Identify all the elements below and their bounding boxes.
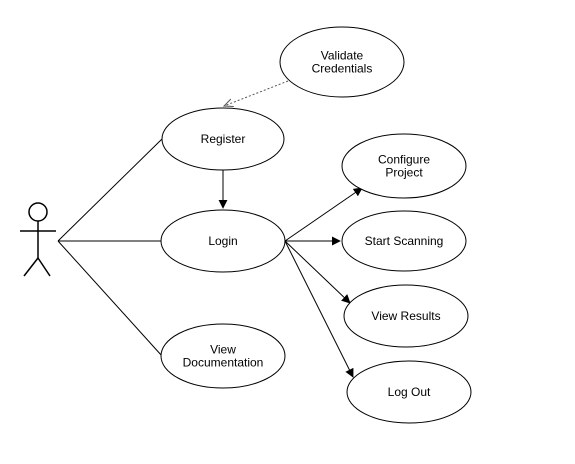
usecase-documentation-label: View [210,343,236,357]
usecase-scanning-label: Start Scanning [365,234,444,248]
usecase-login: Login [160,209,286,273]
relation-actor-documentation [57,240,163,357]
actor-right-leg [37,257,51,277]
usecase-documentation-ellipse [160,323,286,389]
usecase-logout: Log Out [346,360,472,424]
usecase-results-ellipse [343,284,469,348]
relations-layer [57,80,363,378]
usecase-register: Register [161,107,285,171]
relation-login-results [284,240,351,304]
usecase-results: View Results [343,284,469,348]
relation-login-configure [284,187,363,242]
usecase-logout-ellipse [346,360,472,424]
usecase-scanning: Start Scanning [341,210,467,272]
usecase-validate-ellipse [279,26,405,98]
relation-login-logout [284,240,354,378]
actor [20,202,56,277]
usecase-configure-label: Configure [378,153,430,167]
usecase-configure-label: Project [385,166,423,180]
usecase-logout-label: Log Out [388,385,431,399]
usecases-layer: ValidateCredentialsRegisterLoginViewDocu… [160,26,472,424]
usecase-documentation-label: Documentation [183,356,264,370]
actor-left-leg [23,257,39,277]
usecase-register-ellipse [161,107,285,171]
usecase-register-label: Register [201,132,246,146]
usecase-scanning-ellipse [341,210,467,272]
actor-head-icon [28,202,48,222]
usecase-results-label: View Results [371,309,440,323]
relation-validate-register [224,80,289,106]
usecase-login-ellipse [160,209,286,273]
usecase-login-label: Login [208,234,237,248]
usecase-configure-ellipse [341,133,467,199]
usecase-validate-label: Validate [321,49,364,63]
relation-actor-register [57,138,163,242]
usecase-validate-label: Credentials [312,62,373,76]
